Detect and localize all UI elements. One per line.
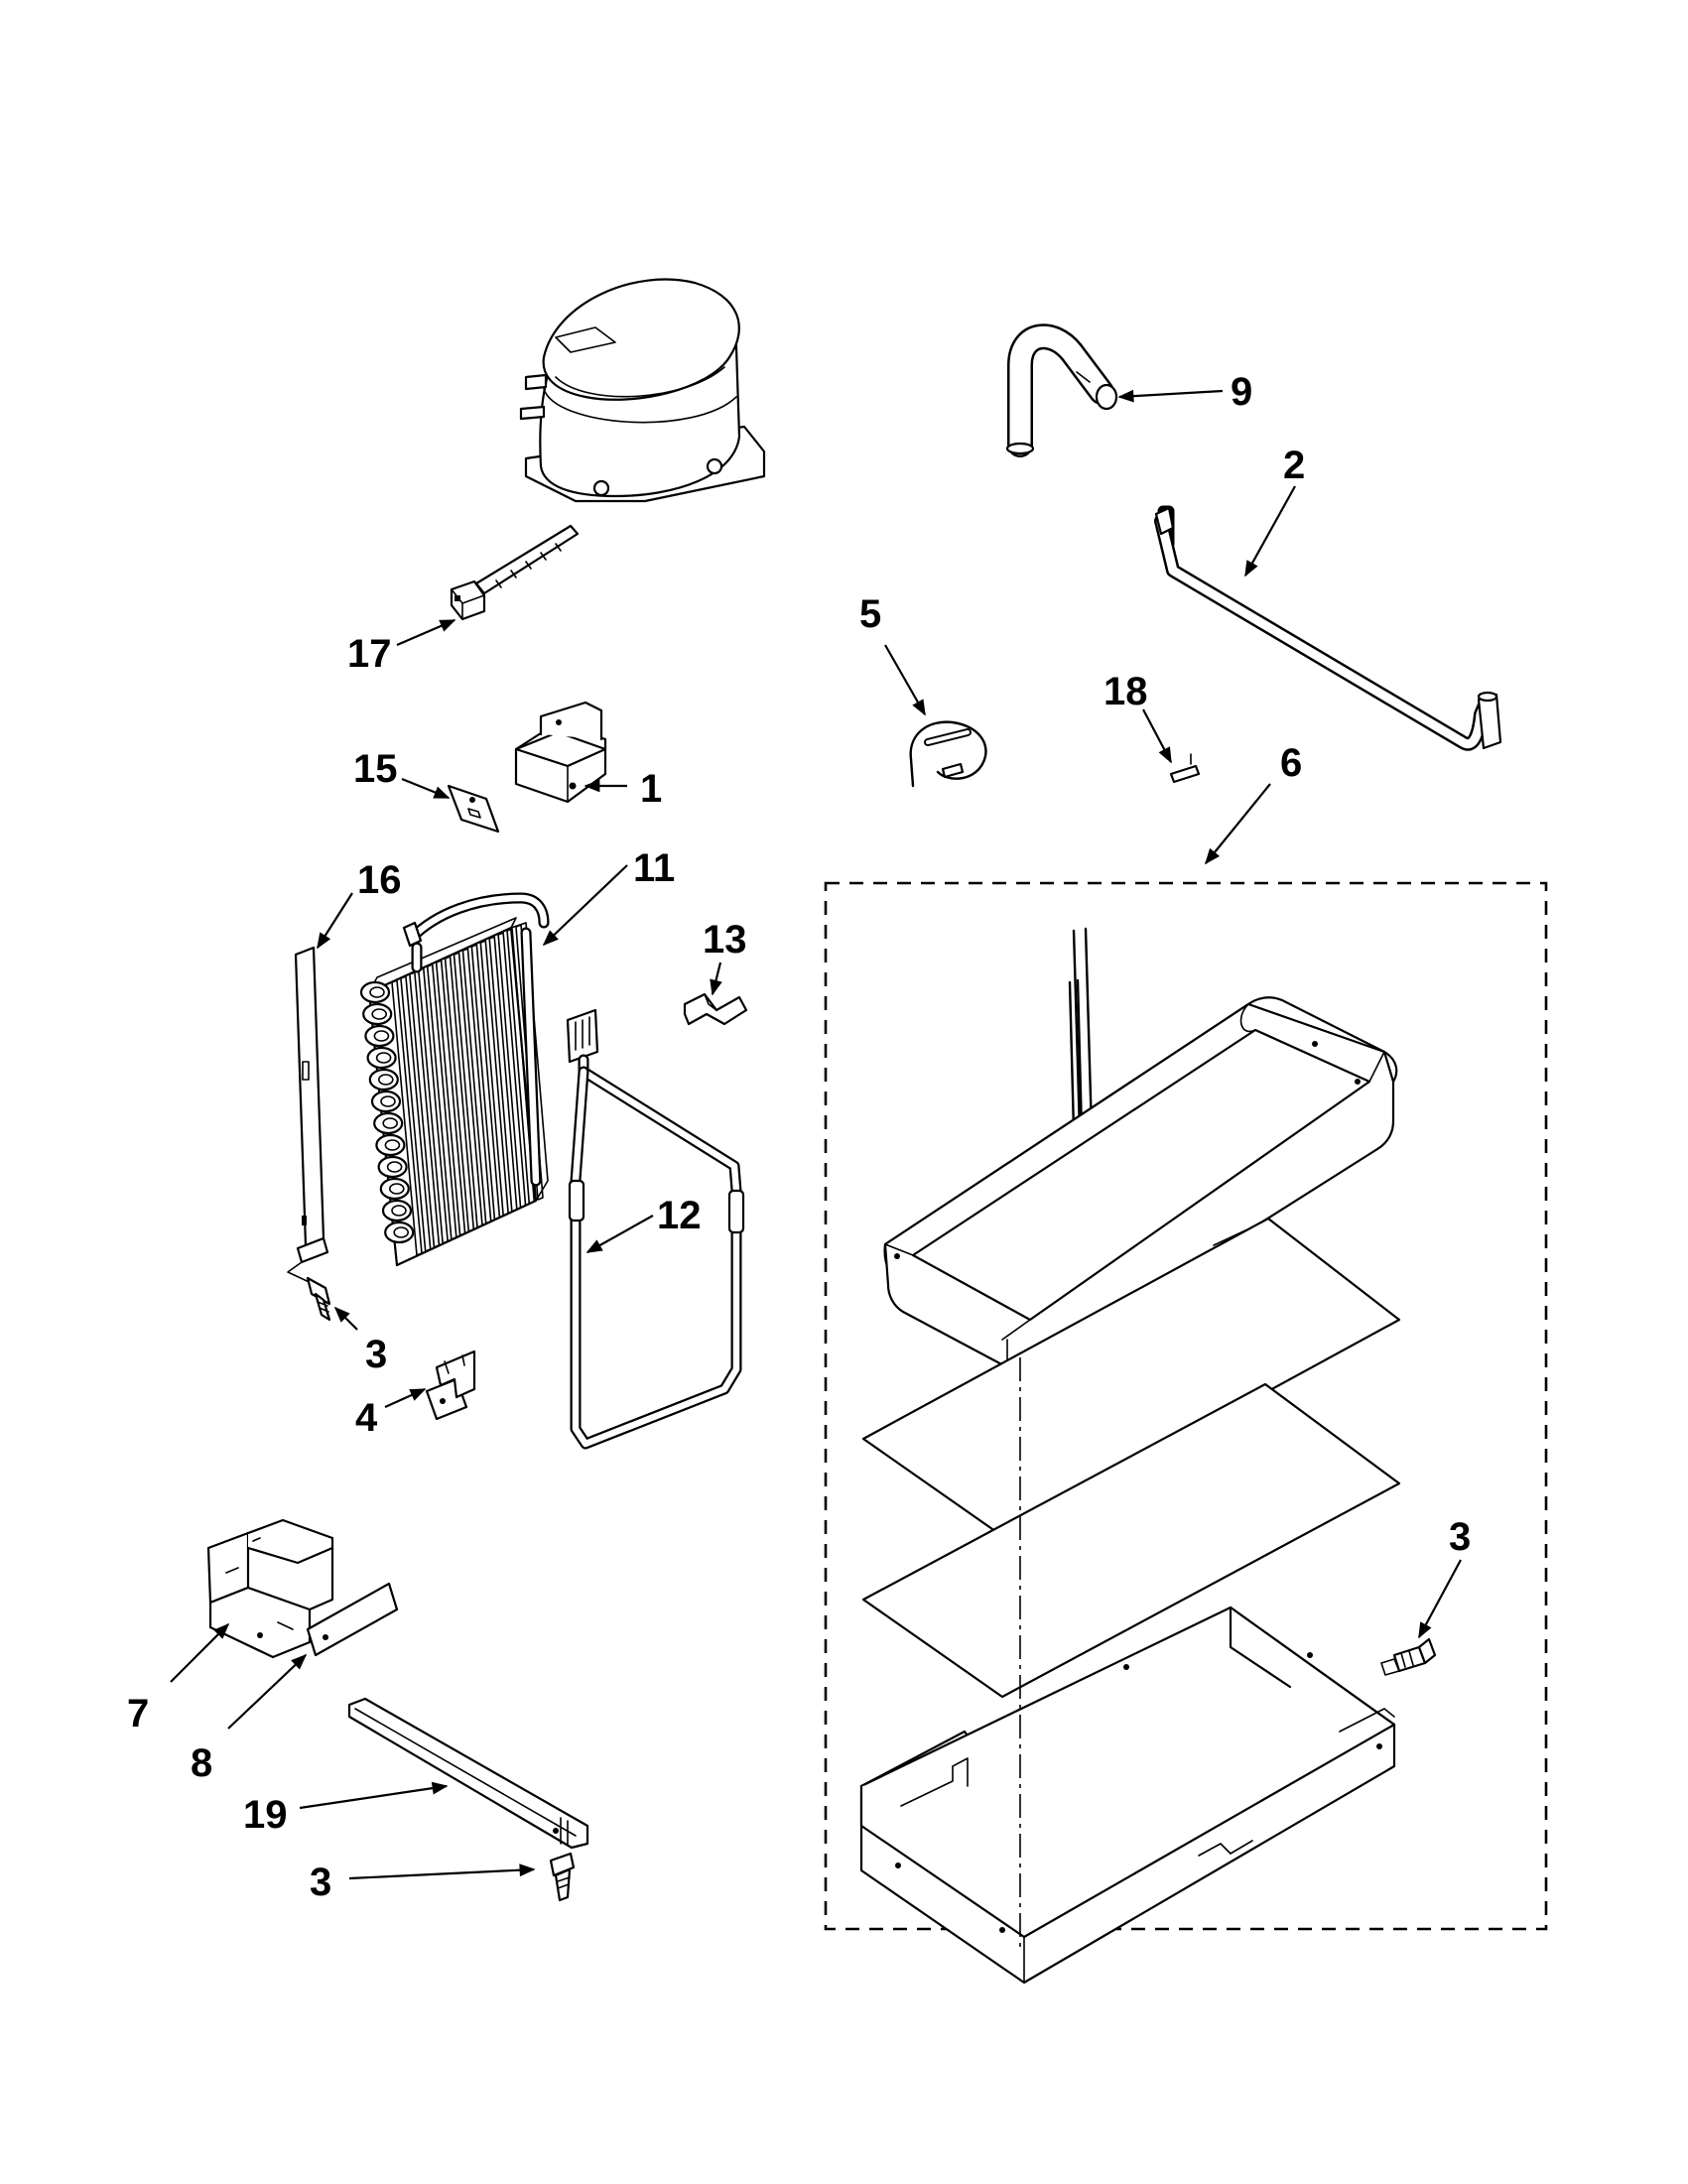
callout-18: 18 bbox=[1104, 670, 1148, 713]
leader-7 bbox=[170, 1622, 230, 1683]
tube-elbow bbox=[1005, 323, 1118, 457]
evaporator bbox=[359, 892, 550, 1267]
screw-lower bbox=[549, 1852, 576, 1902]
leader-2 bbox=[1244, 485, 1296, 578]
callout-3-lower: 3 bbox=[310, 1861, 331, 1904]
callout-3-upper: 3 bbox=[365, 1333, 387, 1376]
leader-3b bbox=[1418, 1559, 1462, 1639]
support-rail bbox=[347, 1697, 589, 1850]
screw-right bbox=[1380, 1637, 1437, 1676]
terminal-plate bbox=[447, 784, 500, 834]
callout-6: 6 bbox=[1280, 741, 1302, 785]
defrost-clip bbox=[683, 992, 748, 1026]
cable-tie bbox=[450, 524, 580, 621]
relay-cover bbox=[514, 701, 607, 804]
callout-12: 12 bbox=[657, 1194, 702, 1237]
leader-12 bbox=[585, 1215, 654, 1253]
leader-3a bbox=[333, 1306, 358, 1331]
callout-5: 5 bbox=[859, 592, 881, 636]
callout-7: 7 bbox=[127, 1692, 149, 1735]
compressor bbox=[519, 278, 766, 503]
leader-9 bbox=[1117, 389, 1224, 403]
suction-tube bbox=[1154, 505, 1502, 751]
callout-11: 11 bbox=[633, 846, 675, 890]
defrost-heater bbox=[566, 1008, 745, 1450]
leader-4 bbox=[384, 1387, 427, 1409]
leader-19 bbox=[299, 1781, 449, 1810]
leader-11 bbox=[542, 864, 628, 947]
callout-17: 17 bbox=[347, 632, 392, 676]
leader-17 bbox=[396, 618, 456, 647]
callout-19: 19 bbox=[243, 1793, 288, 1837]
callout-3-right: 3 bbox=[1449, 1515, 1471, 1559]
drain-pan-assembly bbox=[824, 881, 1548, 1985]
thermistor bbox=[909, 720, 987, 788]
leader-3c bbox=[348, 1863, 536, 1880]
leader-8 bbox=[227, 1653, 308, 1730]
leader-13 bbox=[710, 962, 722, 996]
leader-6 bbox=[1204, 783, 1271, 865]
leader-16 bbox=[317, 892, 353, 950]
evaporator-bracket bbox=[287, 946, 329, 1286]
callout-13: 13 bbox=[703, 918, 747, 962]
callout-1: 1 bbox=[640, 767, 662, 811]
callout-8: 8 bbox=[191, 1741, 212, 1785]
leader-15 bbox=[401, 777, 451, 800]
callout-16: 16 bbox=[357, 858, 402, 902]
leader-lines bbox=[170, 389, 1462, 1880]
mounting-bracket bbox=[425, 1349, 476, 1421]
screw-upper bbox=[306, 1276, 331, 1322]
cover-plate bbox=[306, 1582, 399, 1657]
assembly-boundary bbox=[824, 881, 1548, 1931]
callout-9: 9 bbox=[1231, 370, 1252, 414]
callout-labels: 9 2 17 5 18 6 1 15 16 11 13 12 3 4 3 7 8… bbox=[127, 370, 1471, 1904]
callout-4: 4 bbox=[355, 1396, 378, 1440]
control-bracket bbox=[206, 1518, 334, 1659]
callout-2: 2 bbox=[1283, 444, 1305, 487]
callout-15: 15 bbox=[353, 747, 398, 791]
leader-18 bbox=[1142, 708, 1172, 764]
small-clip bbox=[1169, 753, 1201, 784]
leader-5 bbox=[884, 644, 926, 716]
